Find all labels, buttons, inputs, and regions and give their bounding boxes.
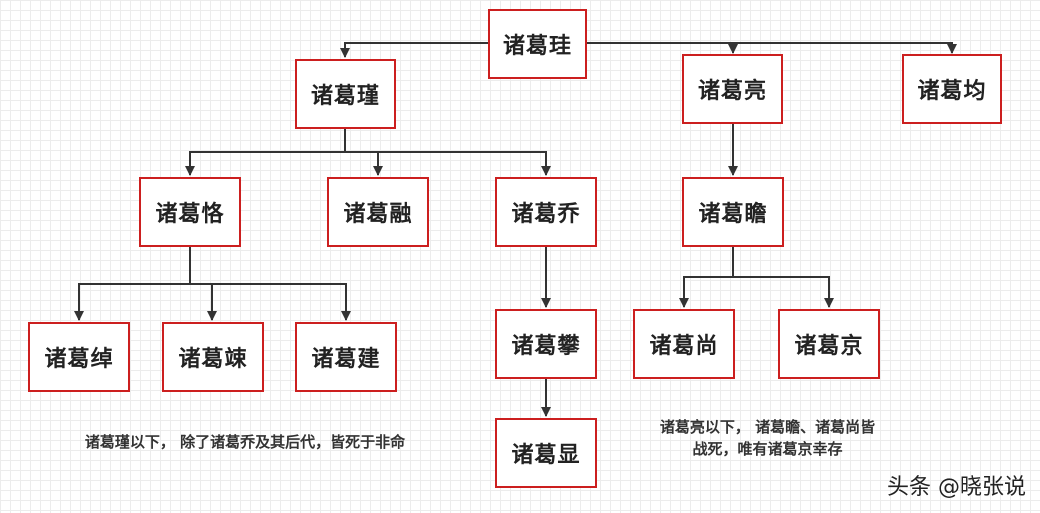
node-qiao: 诸葛乔 [495, 177, 597, 247]
edge-zhan-shang [679, 276, 733, 308]
note-right: 诸葛亮以下， 诸葛瞻、诸葛尚皆 战死，唯有诸葛京幸存 [625, 416, 910, 460]
edge-gui-jun [733, 42, 957, 54]
note-right-line-2: 战死，唯有诸葛京幸存 [692, 440, 843, 458]
note-right-line-1: 诸葛亮以下， 诸葛瞻、诸葛尚皆 [659, 418, 876, 436]
edge-ke-chuo [74, 283, 190, 321]
edge-jin-ke [185, 151, 345, 176]
node-gui: 诸葛珪 [488, 9, 587, 79]
edge-gui-liang [587, 42, 738, 54]
node-song: 诸葛竦 [162, 322, 264, 392]
node-xian: 诸葛显 [495, 418, 597, 488]
edge-gui-jin [340, 42, 488, 58]
node-jing: 诸葛京 [778, 309, 880, 379]
node-ke: 诸葛恪 [139, 177, 241, 247]
node-shang: 诸葛尚 [633, 309, 735, 379]
edge-zhan-jing [733, 276, 834, 308]
node-chuo: 诸葛绰 [28, 322, 130, 392]
note-left: 诸葛瑾以下， 除了诸葛乔及其后代，皆死于非命 [84, 433, 406, 451]
watermark: 头条 @晓张说 [887, 475, 1026, 500]
node-jin: 诸葛瑾 [295, 59, 396, 129]
node-jun: 诸葛均 [902, 54, 1002, 124]
node-zhan: 诸葛瞻 [682, 177, 784, 247]
node-jian: 诸葛建 [295, 322, 397, 392]
node-pan: 诸葛攀 [495, 309, 597, 379]
node-liang: 诸葛亮 [682, 54, 783, 124]
edge-jin-qiao [345, 151, 551, 176]
edge-ke-jian [190, 283, 351, 321]
node-rong: 诸葛融 [327, 177, 429, 247]
